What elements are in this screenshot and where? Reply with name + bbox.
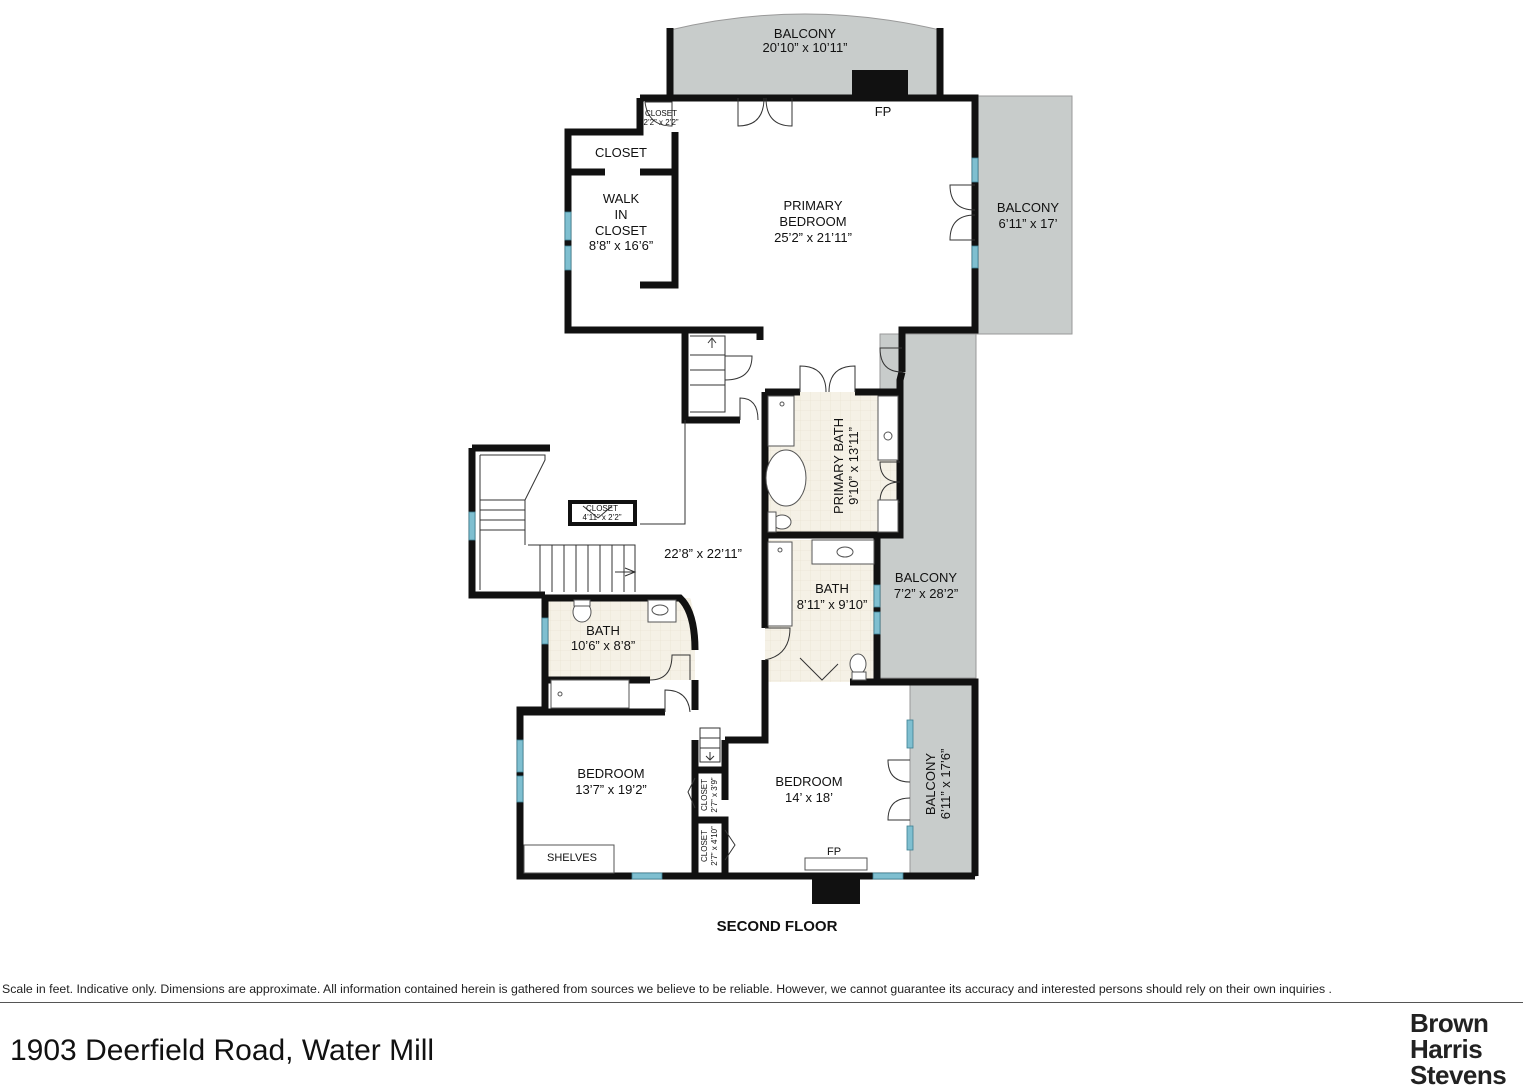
balcony-right-bottom-name: BALCONY [923, 753, 938, 815]
closet-hall-name: CLOSET [586, 504, 618, 513]
closet-big-name: CLOSET [595, 145, 647, 160]
windows [468, 157, 979, 880]
closet-small-top-name: CLOSET [645, 109, 677, 118]
fireplace-top-label: FP [875, 104, 892, 119]
doors [582, 97, 976, 861]
property-address: 1903 Deerfield Road, Water Mill [10, 1034, 435, 1067]
balcony-top-name: BALCONY [774, 26, 836, 41]
logo-line1: Brown [1410, 1008, 1489, 1038]
balcony-right-mid-dims: 7’2” x 28’2” [894, 586, 958, 601]
room-labels: BALCONY 20’10” x 10’11” FP CLOSET 2’2” x… [547, 26, 1059, 935]
stair-details [479, 335, 726, 763]
fireplace-bottom [812, 876, 860, 904]
primary-bath-dims: 9’10” x 13’11” [846, 427, 861, 505]
divider-line [0, 1002, 1523, 1003]
bedroom-left-name: BEDROOM [577, 766, 644, 781]
logo-line2: Harris [1410, 1034, 1483, 1064]
closet-a-dims: 2’7” x 3’9” [710, 777, 719, 812]
bath-left-dims: 10’6” x 8’8” [571, 638, 635, 653]
walk-in-closet-line2: IN [615, 207, 628, 222]
fixtures [523, 70, 908, 904]
walk-in-closet-dims: 8’8” x 16’6” [589, 238, 653, 253]
balcony-right-top-dims: 6’11” x 17’ [998, 216, 1057, 231]
shelves-unit [523, 844, 615, 874]
soaking-tub [765, 449, 807, 507]
closet-a-name: CLOSET [700, 779, 709, 811]
balcony-right-mid-name: BALCONY [895, 570, 957, 585]
walk-in-closet-line1: WALK [603, 191, 640, 206]
closet-small-top-dims: 2’2” x 2’2” [643, 118, 678, 127]
disclaimer-text: Scale in feet. Indicative only. Dimensio… [2, 982, 1332, 996]
floor-plan: BALCONY 20’10” x 10’11” FP CLOSET 2’2” x… [468, 13, 1073, 935]
primary-bath-name: PRIMARY BATH [831, 418, 846, 514]
bedroom-right-name: BEDROOM [775, 774, 842, 789]
balcony-top-dims: 20’10” x 10’11” [762, 40, 847, 55]
tub-bath-right [767, 541, 793, 627]
fireplace-bottom-label: FP [827, 846, 841, 858]
balcony-right-bottom-area [909, 679, 977, 877]
balcony-right-bottom-dims: 6’11” x 17’6” [938, 749, 953, 820]
primary-bedroom-name1: PRIMARY [784, 198, 843, 213]
floor-title: SECOND FLOOR [717, 918, 838, 935]
bath-left-name: BATH [586, 623, 620, 638]
brand-logo: Brown Harris Stevens [1410, 1010, 1522, 1088]
balcony-right-top-area [975, 95, 1073, 335]
closet-b-dims: 2’7” x 4’10” [710, 826, 719, 866]
tub-bath-left [550, 679, 630, 709]
primary-bedroom-dims: 25’2” x 21’11” [774, 230, 852, 245]
bedroom-right-dims: 14’ x 18’ [785, 790, 833, 805]
fireplace-top [852, 70, 908, 98]
closet-hall-dims: 4’11” x 2’2” [583, 513, 622, 522]
closet-b-name: CLOSET [700, 830, 709, 862]
walls [468, 28, 979, 880]
logo-line3: Stevens [1410, 1060, 1507, 1090]
tub-primary [767, 395, 795, 447]
bath-right-dims: 8’11” x 9’10” [797, 597, 868, 612]
toilet-bath-right [849, 653, 867, 675]
hall-dims: 22’8” x 22’11” [664, 546, 742, 561]
balconies [669, 13, 1073, 877]
balcony-right-top-name: BALCONY [997, 200, 1059, 215]
shelves-label: SHELVES [547, 852, 597, 864]
walk-in-closet-line3: CLOSET [595, 223, 647, 238]
primary-bedroom-name2: BEDROOM [779, 214, 846, 229]
bedroom-left-dims: 13’7” x 19’2” [575, 782, 647, 797]
bath-right-name: BATH [815, 581, 849, 596]
